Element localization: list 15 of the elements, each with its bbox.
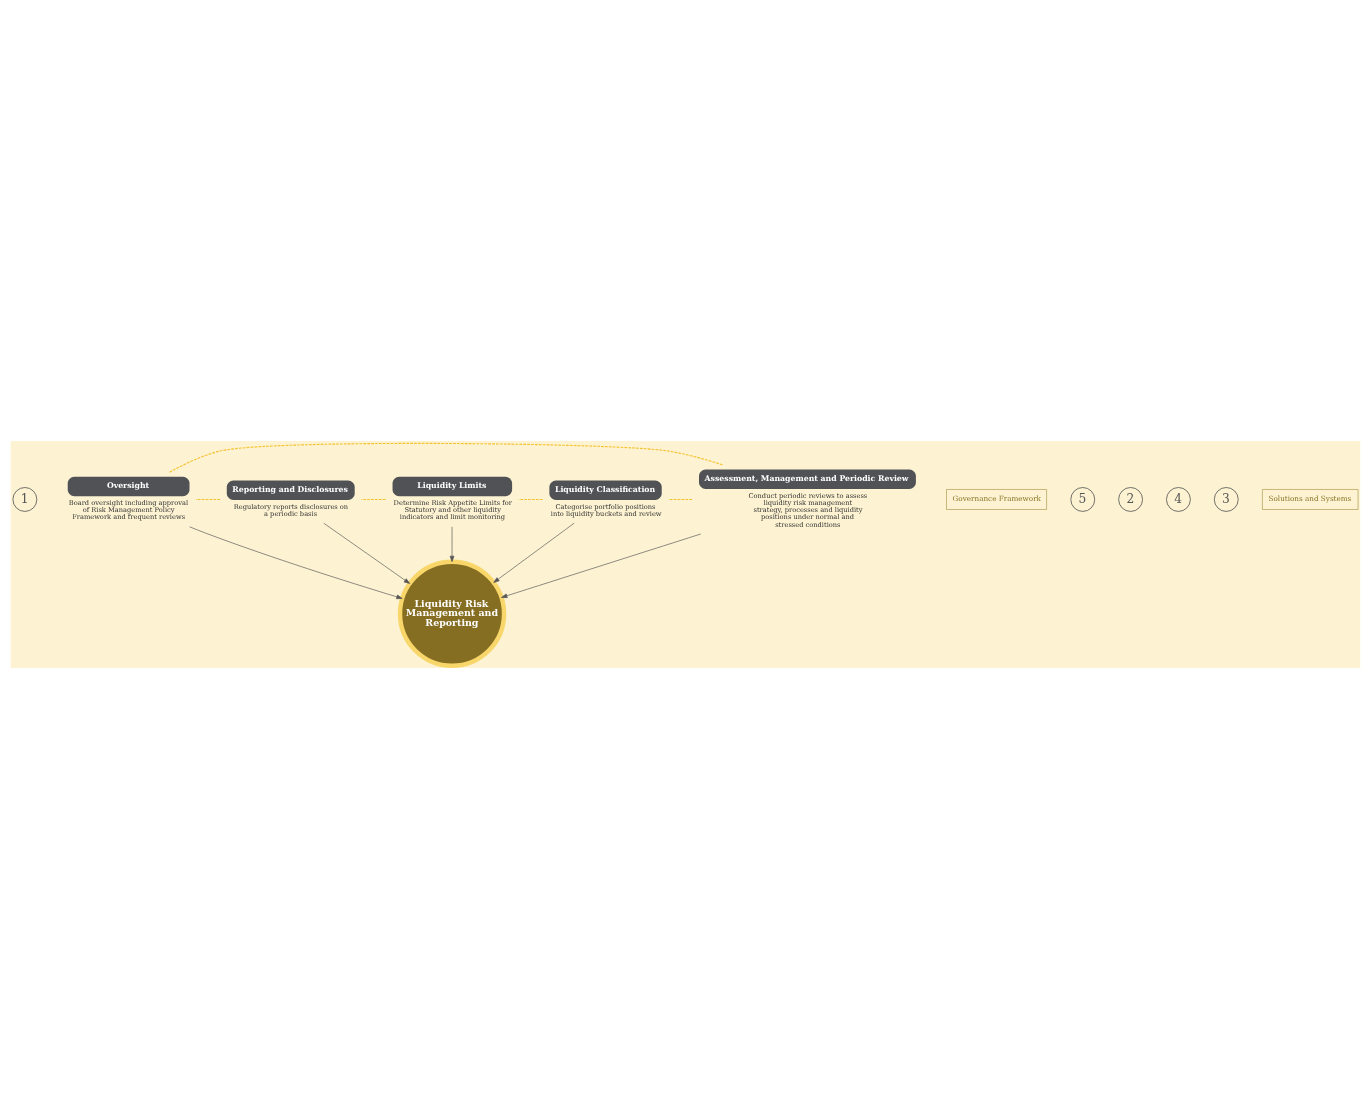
node-circle: 1 xyxy=(12,487,38,512)
arrow xyxy=(189,526,403,600)
arrow xyxy=(501,533,702,598)
connector xyxy=(518,498,544,501)
connector xyxy=(360,498,387,501)
arrow xyxy=(323,522,411,584)
connector xyxy=(169,442,724,473)
arrow xyxy=(449,526,455,563)
arrow xyxy=(493,522,575,583)
node-circle: 2 xyxy=(1118,487,1143,512)
node-circle: 5 xyxy=(1070,487,1096,512)
node-circle: 3 xyxy=(1213,487,1239,512)
node-circle: 4 xyxy=(1166,487,1191,512)
connector xyxy=(667,498,693,501)
connector xyxy=(195,498,221,501)
